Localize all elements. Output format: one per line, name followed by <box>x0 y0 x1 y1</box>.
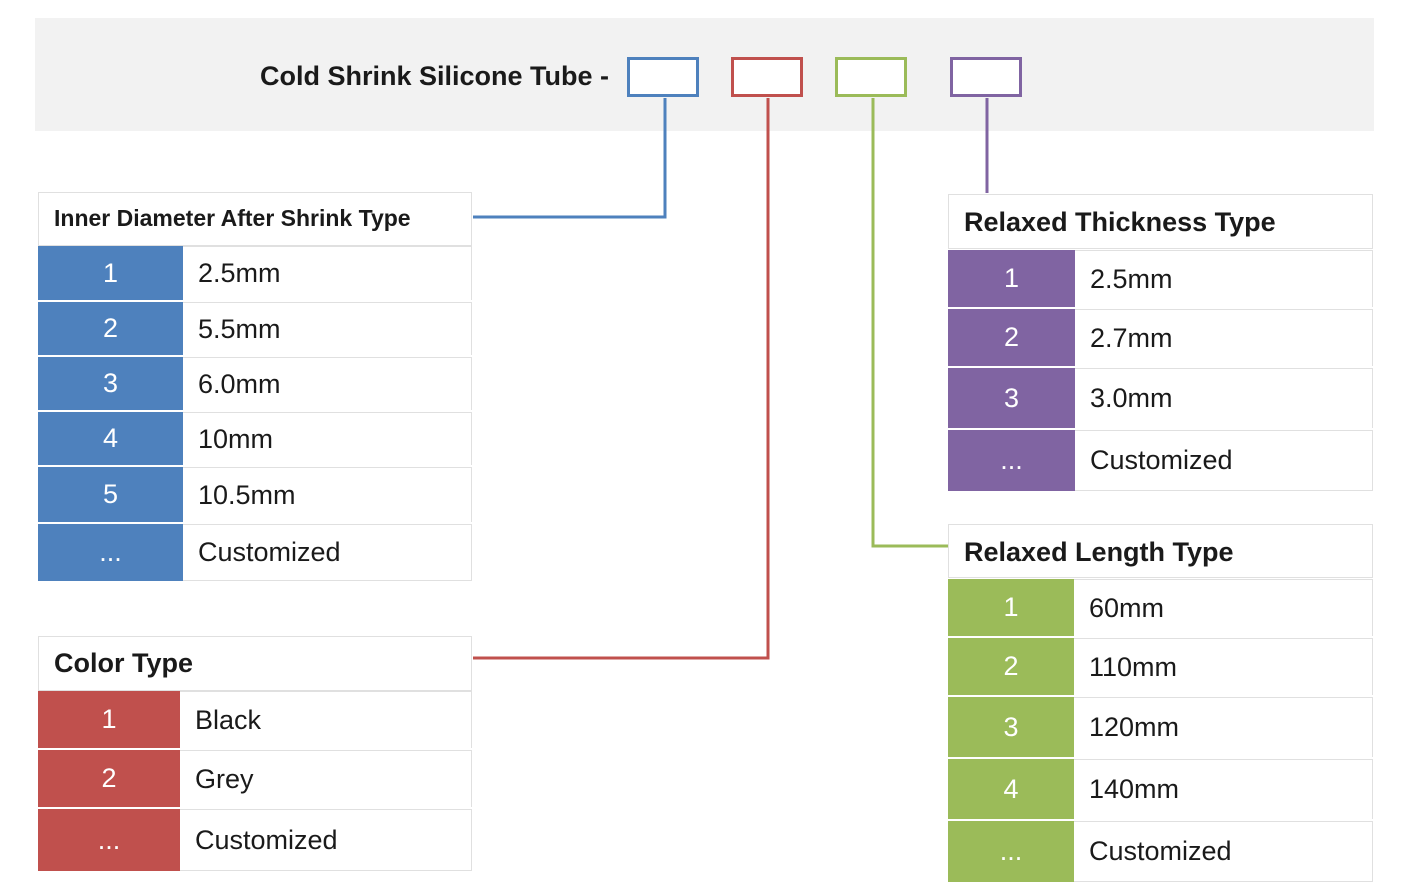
row-number: 1 <box>38 691 180 748</box>
table-row: 1 Black <box>38 691 472 748</box>
panel-title-relaxed-thickness: Relaxed Thickness Type <box>948 194 1373 249</box>
code-box-color <box>731 57 803 97</box>
row-number: 2 <box>38 302 183 355</box>
row-value: 2.5mm <box>183 246 472 300</box>
table-row: 2 2.7mm <box>948 309 1373 366</box>
table-row: 2 5.5mm <box>38 302 472 355</box>
row-value: 6.0mm <box>183 357 472 410</box>
panel-relaxed-length: Relaxed Length Type 1 60mm 2 110mm 3 120… <box>948 524 1373 882</box>
code-box-diameter <box>627 57 699 97</box>
row-value: 140mm <box>1074 759 1373 819</box>
row-value: Black <box>180 691 472 748</box>
row-number: 3 <box>948 697 1074 757</box>
row-number: 1 <box>948 250 1075 307</box>
connector-color <box>473 98 770 660</box>
header-band <box>35 18 1374 131</box>
panel-title-relaxed-length: Relaxed Length Type <box>948 524 1373 578</box>
connector-diameter <box>473 98 667 219</box>
row-number: 1 <box>38 246 183 300</box>
panel-relaxed-thickness: Relaxed Thickness Type 1 2.5mm 2 2.7mm 3… <box>948 194 1373 491</box>
table-row: 2 110mm <box>948 638 1373 695</box>
row-value: 2.5mm <box>1075 250 1373 307</box>
row-value: 120mm <box>1074 697 1373 757</box>
panel-title-inner-diameter: Inner Diameter After Shrink Type <box>38 192 472 246</box>
code-box-thickness <box>950 57 1022 97</box>
product-title: Cold Shrink Silicone Tube - <box>260 61 610 91</box>
row-number: ... <box>38 524 183 581</box>
row-number: 4 <box>948 759 1074 819</box>
row-value: 2.7mm <box>1075 309 1373 366</box>
row-value: 5.5mm <box>183 302 472 355</box>
row-number: ... <box>948 821 1074 882</box>
row-number: 2 <box>948 309 1075 366</box>
table-row: 4 10mm <box>38 412 472 465</box>
table-row: 3 3.0mm <box>948 368 1373 428</box>
table-row: 2 Grey <box>38 750 472 807</box>
row-value: Customized <box>1075 430 1373 491</box>
code-box-length <box>835 57 907 97</box>
row-number: ... <box>38 809 180 871</box>
row-number: ... <box>948 430 1075 491</box>
row-value: 10mm <box>183 412 472 465</box>
table-row: ... Customized <box>38 524 472 581</box>
row-number: 1 <box>948 579 1074 636</box>
row-number: 3 <box>948 368 1075 428</box>
row-value: 110mm <box>1074 638 1373 695</box>
table-row: 4 140mm <box>948 759 1373 819</box>
row-number: 2 <box>948 638 1074 695</box>
panel-color-type: Color Type 1 Black 2 Grey ... Customized <box>38 636 472 871</box>
table-row: 3 120mm <box>948 697 1373 757</box>
table-row: 5 10.5mm <box>38 467 472 522</box>
row-value: 60mm <box>1074 579 1373 636</box>
panel-inner-diameter: Inner Diameter After Shrink Type 1 2.5mm… <box>38 192 472 581</box>
row-number: 3 <box>38 357 183 410</box>
table-row: 3 6.0mm <box>38 357 472 410</box>
table-row: ... Customized <box>948 430 1373 491</box>
connector-length <box>871 98 948 548</box>
row-value: Grey <box>180 750 472 807</box>
table-row: 1 60mm <box>948 579 1373 636</box>
row-value: 10.5mm <box>183 467 472 522</box>
table-row: 1 2.5mm <box>948 250 1373 307</box>
row-value: 3.0mm <box>1075 368 1373 428</box>
panel-title-color-type: Color Type <box>38 636 472 691</box>
table-row: 1 2.5mm <box>38 246 472 300</box>
row-value: Customized <box>180 809 472 871</box>
row-number: 4 <box>38 412 183 465</box>
row-value: Customized <box>1074 821 1373 882</box>
row-value: Customized <box>183 524 472 581</box>
row-number: 2 <box>38 750 180 807</box>
table-row: ... Customized <box>38 809 472 871</box>
row-number: 5 <box>38 467 183 522</box>
table-row: ... Customized <box>948 821 1373 882</box>
